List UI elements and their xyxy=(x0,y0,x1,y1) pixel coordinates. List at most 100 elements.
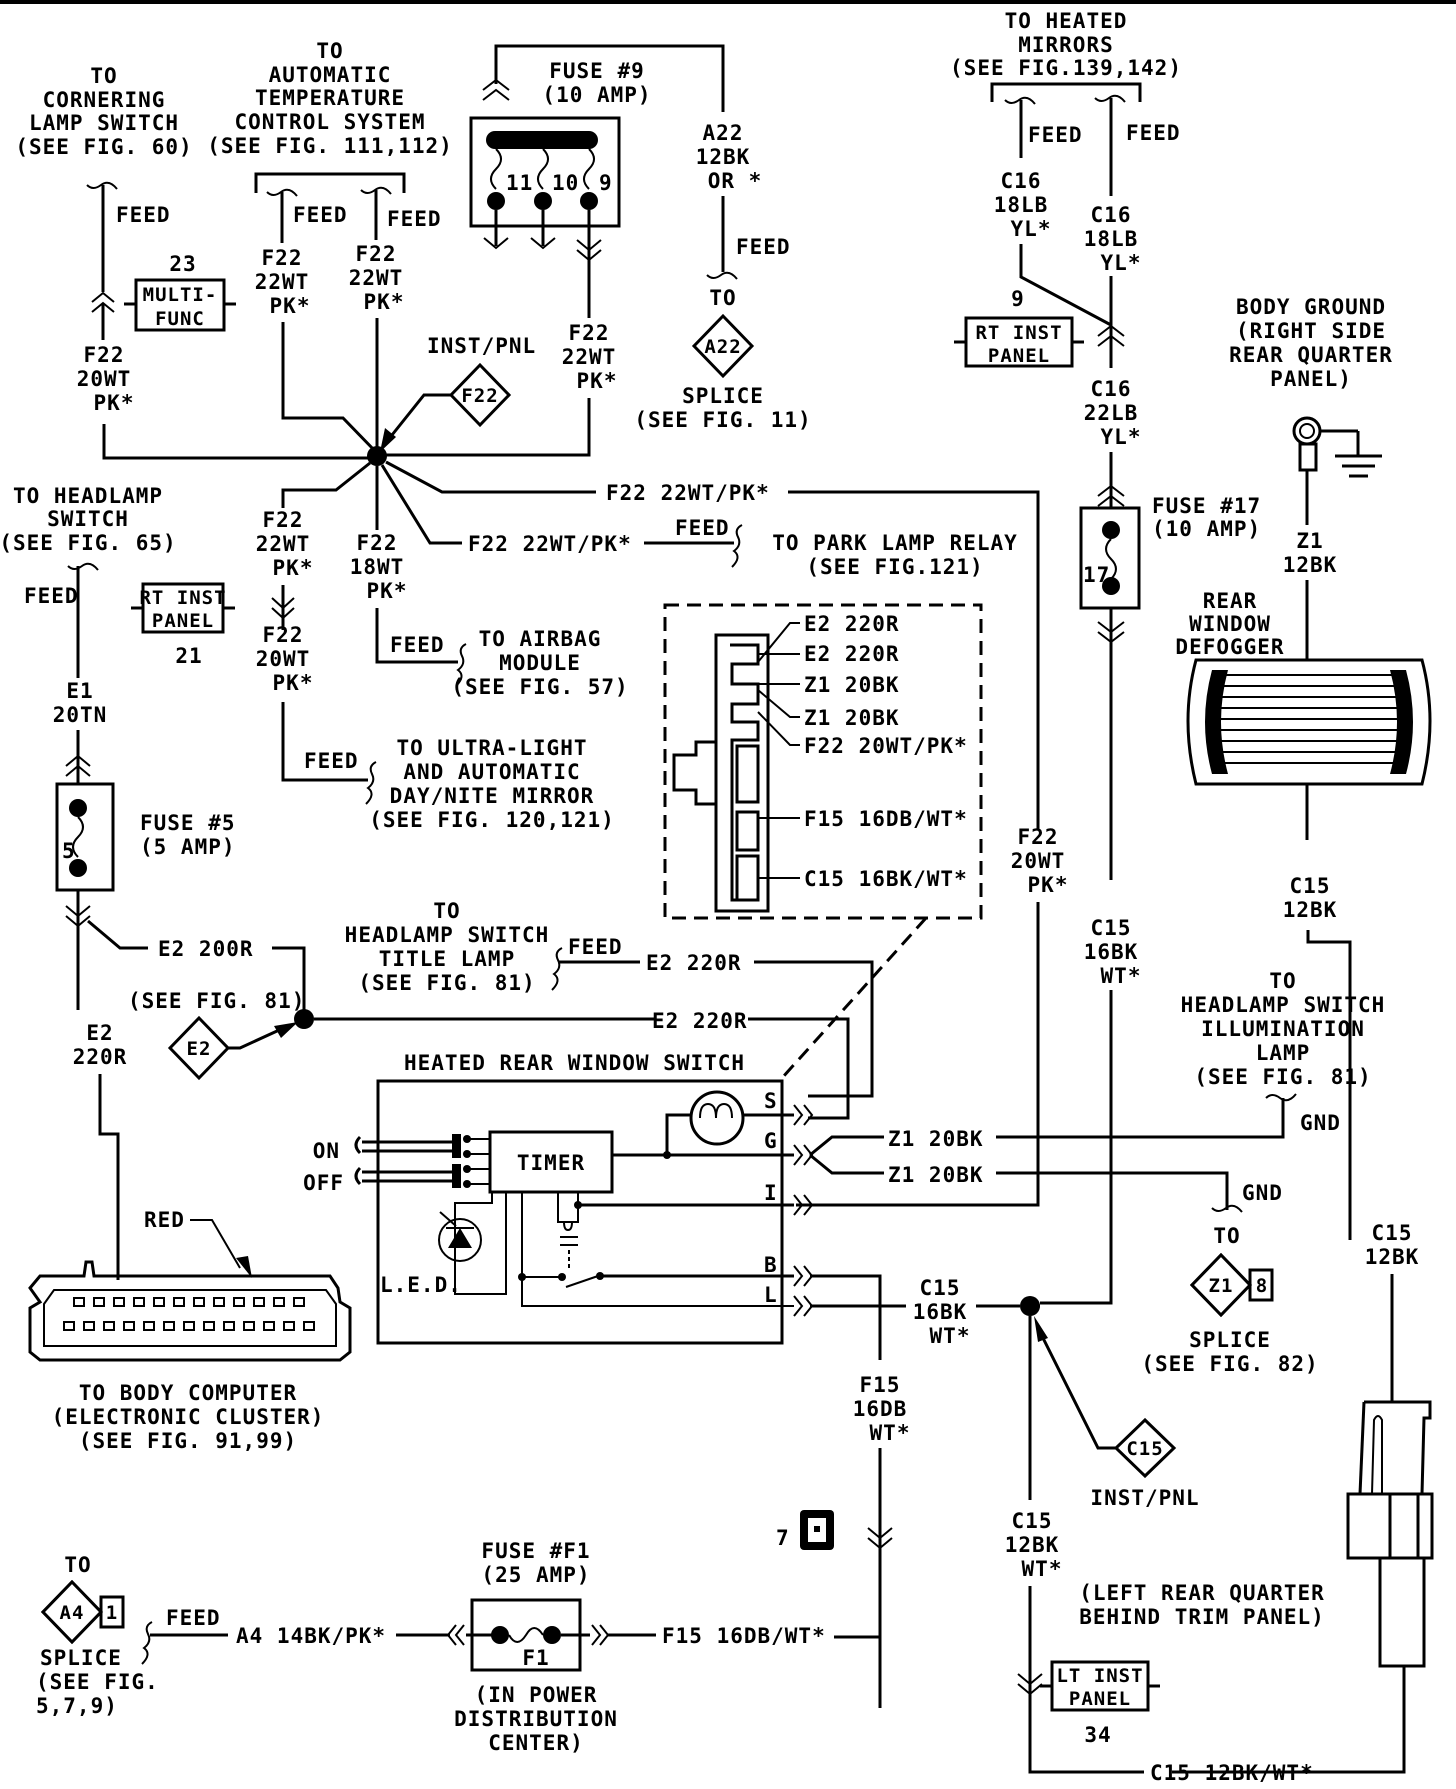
svg-text:F22: F22 xyxy=(84,343,125,367)
svg-text:INST/PNL: INST/PNL xyxy=(427,334,536,358)
svg-text:FUSE #9: FUSE #9 xyxy=(549,59,645,83)
svg-text:(SEE FIG. 81): (SEE FIG. 81) xyxy=(128,989,305,1013)
svg-text:22WT: 22WT xyxy=(349,266,404,290)
svg-text:PK*: PK* xyxy=(367,579,408,603)
atc-label: TO AUTOMATIC TEMPERATURE CONTROL SYSTEM … xyxy=(207,39,452,158)
svg-text:E1: E1 xyxy=(66,679,93,703)
svg-text:E2 200R: E2 200R xyxy=(158,937,254,961)
svg-text:(SEE FIG. 81): (SEE FIG. 81) xyxy=(358,971,535,995)
svg-text:Z1 20BK: Z1 20BK xyxy=(804,673,900,697)
svg-text:SPLICE: SPLICE xyxy=(682,384,764,408)
svg-text:FEED: FEED xyxy=(390,633,445,657)
svg-text:FEED: FEED xyxy=(1126,121,1181,145)
svg-text:1: 1 xyxy=(106,1602,118,1624)
svg-text:18LB: 18LB xyxy=(994,193,1049,217)
svg-text:(SEE FIG. 91,99): (SEE FIG. 91,99) xyxy=(79,1429,297,1453)
svg-text:B: B xyxy=(764,1253,778,1277)
body-ground-label: BODY GROUND (RIGHT SIDE REAR QUARTER PAN… xyxy=(1229,295,1392,391)
f22-park-lamp-branch: F22 22WT/PK* FEED TO PARK LAMP RELAY (SE… xyxy=(380,464,1017,579)
f22-right-branch: F22 22WT/PK* F22 20WT PK* xyxy=(385,460,1069,1207)
svg-text:220R: 220R xyxy=(73,1045,128,1069)
svg-text:(SEE FIG. 60): (SEE FIG. 60) xyxy=(15,135,192,159)
svg-text:BODY GROUND: BODY GROUND xyxy=(1236,295,1386,319)
wire-atc-1 xyxy=(281,322,378,454)
svg-text:8: 8 xyxy=(1256,1275,1268,1297)
svg-text:MODULE: MODULE xyxy=(499,651,581,675)
svg-text:E2: E2 xyxy=(187,1038,212,1060)
svg-text:DISTRIBUTION: DISTRIBUTION xyxy=(454,1707,618,1731)
svg-text:G: G xyxy=(764,1129,778,1153)
svg-text:FEED: FEED xyxy=(24,584,79,608)
svg-text:TO: TO xyxy=(709,286,736,310)
svg-text:C16: C16 xyxy=(1001,169,1042,193)
svg-text:22WT: 22WT xyxy=(256,532,311,556)
heated-mirrors-label: TO HEATED MIRRORS (SEE FIG.139,142) FEED… xyxy=(950,9,1181,196)
multi-func-connector: 23 MULTI- FUNC xyxy=(124,252,236,332)
svg-text:(25 AMP): (25 AMP) xyxy=(481,1563,590,1587)
svg-text:AUTOMATIC: AUTOMATIC xyxy=(269,63,392,87)
svg-text:17: 17 xyxy=(1083,563,1110,587)
svg-text:C15: C15 xyxy=(1091,916,1132,940)
c15-12bk-right: C15 12BK xyxy=(1365,1221,1420,1403)
svg-text:PK*: PK* xyxy=(1028,873,1069,897)
svg-text:(SEE FIG. 65): (SEE FIG. 65) xyxy=(0,531,177,555)
svg-text:18WT: 18WT xyxy=(350,555,405,579)
svg-text:12BK: 12BK xyxy=(1283,553,1338,577)
svg-text:(SEE FIG. 57): (SEE FIG. 57) xyxy=(451,675,628,699)
svg-text:ON: ON xyxy=(313,1139,340,1163)
svg-text:BEHIND TRIM PANEL): BEHIND TRIM PANEL) xyxy=(1079,1605,1325,1629)
svg-text:PK*: PK* xyxy=(270,294,311,318)
svg-text:PK*: PK* xyxy=(577,369,618,393)
f22-splice-point xyxy=(367,446,387,466)
svg-text:F22 22WT/PK*: F22 22WT/PK* xyxy=(468,532,632,556)
svg-text:RED: RED xyxy=(144,1208,185,1232)
svg-text:PANEL: PANEL xyxy=(152,610,214,632)
svg-text:MULTI-: MULTI- xyxy=(143,284,218,306)
svg-text:TO BODY COMPUTER: TO BODY COMPUTER xyxy=(79,1381,297,1405)
svg-text:FUNC: FUNC xyxy=(155,308,205,330)
svg-text:Z1 20BK: Z1 20BK xyxy=(804,706,900,730)
headlamp-illumination-label: TO HEADLAMP SWITCH ILLUMINATION LAMP (SE… xyxy=(1181,969,1385,1089)
z1-ground-wires: Z1 20BK Z1 20BK GND GND TO Z1 8 SPLICE (… xyxy=(809,1093,1340,1376)
svg-text:12BK: 12BK xyxy=(696,145,751,169)
svg-text:F22: F22 xyxy=(263,623,304,647)
svg-text:LT INST: LT INST xyxy=(1056,1665,1143,1687)
svg-text:A4: A4 xyxy=(60,1602,85,1624)
svg-text:CORNERING: CORNERING xyxy=(43,88,166,112)
svg-text:12BK: 12BK xyxy=(1365,1245,1420,1269)
c15-f15-wiring: C15 16BK WT* F15 16DB WT* C15 12BK WT* xyxy=(810,1274,1144,1774)
svg-text:CENTER): CENTER) xyxy=(488,1731,584,1755)
svg-text:OFF: OFF xyxy=(303,1171,344,1195)
rear-window-defogger: REAR WINDOW DEFOGGER C15 12BK xyxy=(1175,589,1432,1240)
a4-feed-wire: FEED A4 14BK/PK* xyxy=(141,1606,465,1665)
svg-text:5,7,9): 5,7,9) xyxy=(36,1694,118,1718)
svg-text:REAR: REAR xyxy=(1203,589,1258,613)
svg-text:WT*: WT* xyxy=(1101,964,1142,988)
ground-icon xyxy=(1292,416,1382,525)
svg-text:F22: F22 xyxy=(357,531,398,555)
fuse-f1: FUSE #F1 (25 AMP) F1 (IN POWER DISTRIBUT… xyxy=(454,1539,656,1755)
svg-text:16DB: 16DB xyxy=(853,1397,908,1421)
svg-text:TO: TO xyxy=(1269,969,1296,993)
svg-text:FUSE #5: FUSE #5 xyxy=(140,811,236,835)
svg-text:FEED: FEED xyxy=(387,207,442,231)
svg-text:10: 10 xyxy=(552,171,579,195)
svg-text:20WT: 20WT xyxy=(256,647,311,671)
svg-text:F1: F1 xyxy=(522,1646,549,1670)
svg-text:Z1 20BK: Z1 20BK xyxy=(888,1127,984,1151)
svg-text:(LEFT REAR QUARTER: (LEFT REAR QUARTER xyxy=(1079,1581,1325,1605)
svg-text:HEATED REAR WINDOW SWITCH: HEATED REAR WINDOW SWITCH xyxy=(404,1051,745,1075)
svg-text:AND AUTOMATIC: AND AUTOMATIC xyxy=(403,760,580,784)
svg-text:12BK: 12BK xyxy=(1005,1533,1060,1557)
svg-text:OR *: OR * xyxy=(708,169,763,193)
svg-text:9: 9 xyxy=(599,171,613,195)
svg-text:(ELECTRONIC CLUSTER): (ELECTRONIC CLUSTER) xyxy=(52,1405,325,1429)
grommet-icon: 7 xyxy=(776,1510,834,1550)
svg-text:34: 34 xyxy=(1084,1723,1111,1747)
svg-text:FEED: FEED xyxy=(1028,123,1083,147)
svg-text:ILLUMINATION: ILLUMINATION xyxy=(1201,1017,1365,1041)
c15-inst-pnl-tag: C15 INST/PNL xyxy=(1034,1316,1199,1510)
e1-wire-fuse5: E1 20TN 5 FUSE #5 (5 AMP) xyxy=(53,679,236,1010)
rt-inst-panel-9: 9 RT INST PANEL xyxy=(954,287,1084,368)
